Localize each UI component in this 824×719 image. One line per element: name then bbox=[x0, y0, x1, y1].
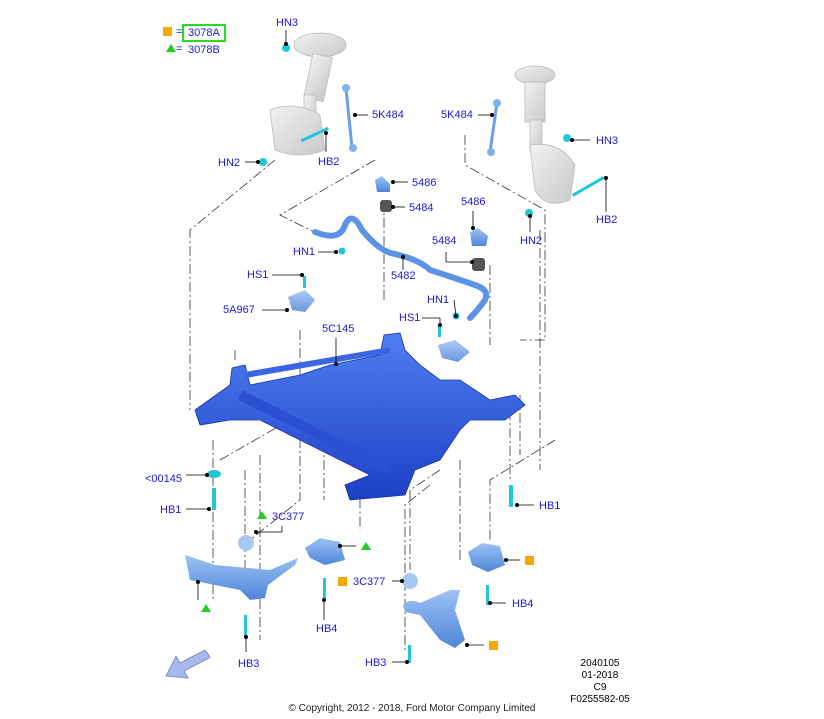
hs1-left-screw bbox=[303, 276, 306, 288]
label-3c377-left[interactable]: 3C377 bbox=[272, 511, 305, 523]
hn3-left-nut bbox=[282, 44, 290, 52]
label-hn1-left[interactable]: HN1 bbox=[293, 246, 316, 258]
front-direction-arrow-icon bbox=[165, 649, 211, 679]
meta-date: 01-2018 bbox=[581, 670, 619, 681]
label-5482[interactable]: 5482 bbox=[391, 270, 416, 282]
right-bar-bushing[interactable] bbox=[472, 258, 485, 271]
hn1-left-nut bbox=[338, 247, 346, 255]
reference-markers bbox=[163, 27, 534, 650]
hb2-left-bolt bbox=[300, 126, 330, 143]
washer-00145 bbox=[207, 470, 221, 478]
label-hb3-right[interactable]: HB3 bbox=[365, 657, 387, 669]
meta-block: 2040105 01-2018 C9 F0255582-05 bbox=[560, 658, 640, 706]
orange-square-marker bbox=[338, 577, 347, 586]
hb2-right-bolt bbox=[571, 176, 605, 197]
hs1-right-screw bbox=[438, 325, 441, 337]
right-lower-control-arm[interactable] bbox=[403, 590, 465, 648]
meta-figure-id: F0255582-05 bbox=[570, 694, 630, 705]
legend-eq-1: = bbox=[176, 26, 183, 38]
copyright-notice: © Copyright, 2012 - 2018, Ford Motor Com… bbox=[288, 703, 536, 714]
label-hb3-left[interactable]: HB3 bbox=[238, 658, 260, 670]
legend-eq-2: = bbox=[176, 43, 183, 55]
meta-revision: C9 bbox=[593, 682, 607, 693]
orange-square-marker bbox=[525, 556, 534, 565]
hb1-left-bolt bbox=[212, 488, 216, 510]
label-5486-left[interactable]: 5486 bbox=[412, 177, 437, 189]
label-hs1-left[interactable]: HS1 bbox=[247, 269, 269, 281]
left-stabilizer-link[interactable] bbox=[344, 87, 354, 149]
label-00145[interactable]: <00145 bbox=[145, 473, 183, 485]
label-hb4-left[interactable]: HB4 bbox=[316, 623, 338, 635]
right-stabilizer-link[interactable] bbox=[488, 102, 499, 153]
hb4-right-bolt bbox=[486, 585, 489, 605]
hb4-left-bolt bbox=[323, 578, 326, 600]
label-5484-left[interactable]: 5484 bbox=[409, 202, 434, 214]
left-rear-bushing[interactable] bbox=[305, 538, 345, 565]
hn3-right-nut bbox=[563, 134, 571, 142]
label-hn3-right[interactable]: HN3 bbox=[596, 135, 619, 147]
label-hb4-right[interactable]: HB4 bbox=[512, 598, 534, 610]
hb3-left-bolt bbox=[244, 615, 247, 637]
green-triangle-marker bbox=[361, 542, 371, 550]
label-5k484-right[interactable]: 5K484 bbox=[441, 109, 473, 121]
green-triangle-marker bbox=[166, 44, 176, 52]
orange-square-marker bbox=[163, 27, 172, 36]
label-hb1-right[interactable]: HB1 bbox=[539, 500, 561, 512]
right-rear-bushing[interactable] bbox=[468, 543, 505, 572]
right-bracket[interactable] bbox=[438, 340, 470, 362]
label-5484-right[interactable]: 5484 bbox=[432, 235, 457, 247]
label-5486-right[interactable]: 5486 bbox=[461, 196, 486, 208]
right-strut-assembly[interactable] bbox=[514, 65, 576, 204]
label-5c145[interactable]: 5C145 bbox=[322, 323, 355, 335]
left-front-bushing-3c377[interactable] bbox=[238, 535, 254, 551]
right-bar-bracket[interactable] bbox=[470, 228, 488, 246]
green-triangle-marker bbox=[257, 511, 267, 519]
meta-code: 2040105 bbox=[580, 658, 620, 669]
front-subframe-5c145[interactable] bbox=[194, 332, 526, 501]
left-bar-bracket[interactable] bbox=[375, 176, 390, 192]
label-hb1-left[interactable]: HB1 bbox=[160, 504, 182, 516]
label-hb2-left[interactable]: HB2 bbox=[318, 156, 340, 168]
right-front-bushing-3c377[interactable] bbox=[402, 573, 418, 589]
left-bar-bushing[interactable] bbox=[380, 200, 392, 212]
label-5k484-left[interactable]: 5K484 bbox=[372, 109, 404, 121]
left-bracket-5a967[interactable] bbox=[288, 290, 315, 312]
hn2-left-nut bbox=[259, 158, 267, 166]
label-hs1-right[interactable]: HS1 bbox=[399, 312, 421, 324]
green-triangle-marker bbox=[201, 604, 211, 612]
leader-lines bbox=[186, 30, 609, 665]
orange-square-marker bbox=[489, 641, 498, 650]
label-hn2-right[interactable]: HN2 bbox=[520, 235, 543, 247]
legend-code-3078b[interactable]: 3078B bbox=[188, 44, 220, 56]
stabilizer-bar[interactable] bbox=[312, 215, 490, 321]
label-3c377-right[interactable]: 3C377 bbox=[353, 576, 386, 588]
left-strut-assembly[interactable] bbox=[269, 32, 347, 156]
hb3-right-bolt bbox=[408, 645, 411, 663]
label-5a967[interactable]: 5A967 bbox=[223, 304, 255, 316]
label-hn1-right[interactable]: HN1 bbox=[427, 294, 450, 306]
label-hn3-left[interactable]: HN3 bbox=[276, 17, 299, 29]
label-hb2-right[interactable]: HB2 bbox=[596, 214, 618, 226]
hb1-right-bolt bbox=[509, 485, 513, 507]
legend-code-3078a[interactable]: 3078A bbox=[182, 24, 226, 42]
label-hn2-left[interactable]: HN2 bbox=[218, 157, 241, 169]
left-lower-control-arm[interactable] bbox=[185, 555, 298, 600]
